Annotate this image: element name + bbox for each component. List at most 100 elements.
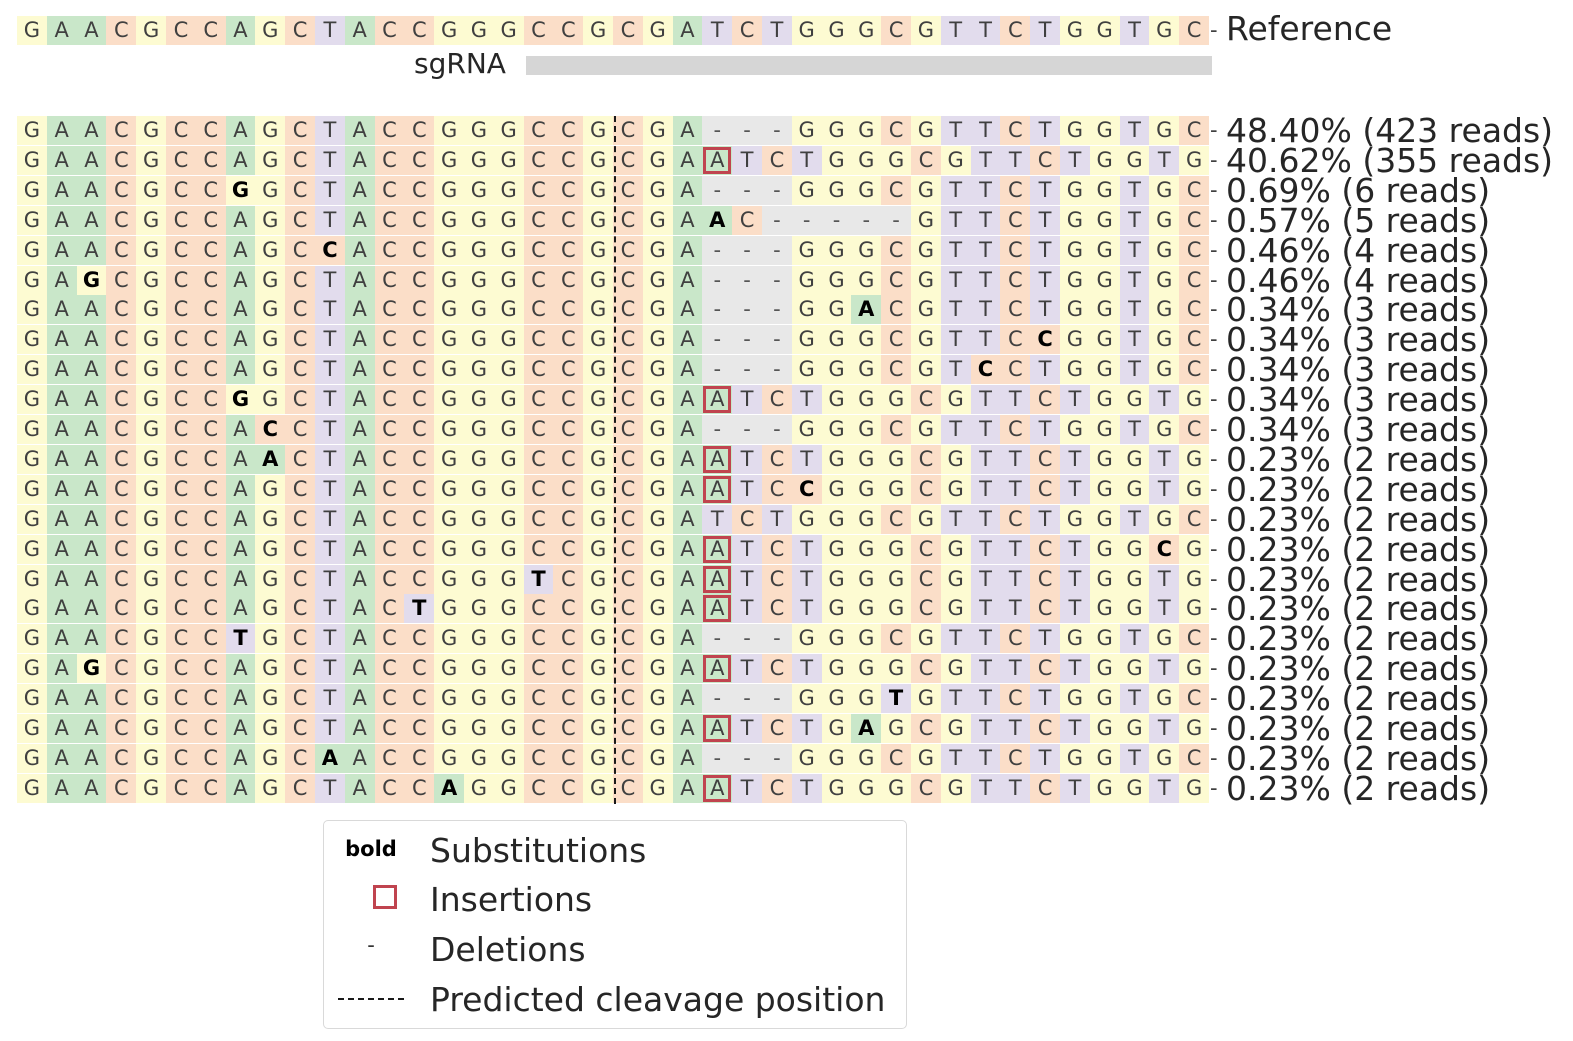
allele-7-base-15: G <box>464 325 494 355</box>
allele-8-base-4: G <box>136 355 166 385</box>
allele-9-base-6: C <box>195 385 226 415</box>
allele-19-base-10: T <box>315 684 345 714</box>
allele-11-base-8: A <box>255 444 286 474</box>
allele-20-base-20: C <box>613 714 643 743</box>
legend-item-deletions: - Deletions <box>324 926 906 970</box>
allele-4-base-39: C <box>1179 235 1209 265</box>
allele-4-base-34: T <box>1030 235 1060 265</box>
allele-12-base-34: C <box>1030 474 1060 504</box>
allele-12-base-0: G <box>17 474 47 504</box>
allele-10-base-18: C <box>553 415 584 444</box>
allele-18-base-5: C <box>166 654 196 684</box>
allele-7-base-28: G <box>851 325 882 355</box>
allele-13-base-39: C <box>1179 504 1209 534</box>
allele-3-base-3: C <box>106 205 137 235</box>
allele-2-base-33: C <box>1000 175 1031 205</box>
allele-20-base-1: A <box>46 714 77 743</box>
allele-2-base-39: C <box>1179 175 1209 205</box>
allele-9-base-10: T <box>315 385 345 415</box>
allele-0-base-3: C <box>106 116 137 145</box>
allele-13-base-37: T <box>1119 504 1150 534</box>
allele-2-base-18: C <box>553 175 584 205</box>
allele-frequency-label: 0.57% (5 reads) <box>1226 200 1491 240</box>
allele-frequency-label: 0.23% (2 reads) <box>1226 499 1491 539</box>
allele-19-base-28: G <box>851 684 882 714</box>
allele-13-base-21: G <box>642 504 673 534</box>
allele-11-tail-dash: - <box>1210 446 1218 471</box>
allele-17-base-33: C <box>1000 624 1031 654</box>
allele-16-base-3: C <box>106 594 137 624</box>
allele-6-base-34: T <box>1030 295 1060 325</box>
allele-15-base-35: T <box>1060 564 1090 594</box>
allele-5-base-24: - <box>732 265 762 295</box>
allele-20-base-35: T <box>1060 714 1090 743</box>
allele-8-base-14: G <box>434 355 464 385</box>
allele-frequency-label: 0.34% (3 reads) <box>1226 320 1491 360</box>
allele-1-base-35: T <box>1060 145 1090 175</box>
allele-6-base-15: G <box>464 295 494 325</box>
allele-10-base-6: C <box>195 415 226 444</box>
allele-11-base-10: T <box>315 444 345 474</box>
allele-12-base-9: C <box>285 474 315 504</box>
reference-base-15: G <box>464 16 494 45</box>
allele-15-base-38: T <box>1149 564 1180 594</box>
allele-19-base-23: - <box>702 684 733 714</box>
allele-22-base-5: C <box>166 773 196 803</box>
allele-19-tail-dash: - <box>1210 686 1218 711</box>
allele-15-base-3: C <box>106 564 137 594</box>
allele-18-base-13: C <box>404 654 435 684</box>
allele-4-base-7: A <box>225 235 256 265</box>
allele-21-base-0: G <box>17 743 47 773</box>
allele-22-base-12: C <box>374 773 405 803</box>
allele-22-base-7: A <box>225 773 256 803</box>
reference-base-30: G <box>911 16 941 45</box>
allele-3-base-29: - <box>881 205 911 235</box>
allele-12-base-21: G <box>642 474 673 504</box>
allele-14-base-9: C <box>285 534 315 564</box>
allele-21-base-32: T <box>970 743 1001 773</box>
allele-16-base-10: T <box>315 594 345 624</box>
allele-20-base-39: G <box>1179 714 1209 743</box>
allele-3-base-20: C <box>613 205 643 235</box>
allele-16-base-8: G <box>255 594 286 624</box>
allele-2-base-14: G <box>434 175 464 205</box>
allele-3-base-5: C <box>166 205 196 235</box>
allele-17-base-4: G <box>136 624 166 654</box>
allele-9-base-14: G <box>434 385 464 415</box>
allele-16-base-18: C <box>553 594 584 624</box>
allele-0-base-38: G <box>1149 116 1180 145</box>
allele-6-base-28: A <box>851 295 882 325</box>
allele-13-base-2: A <box>76 504 107 534</box>
reference-base-14: G <box>434 16 464 45</box>
allele-17-base-35: G <box>1060 624 1090 654</box>
allele-3-base-9: C <box>285 205 315 235</box>
allele-12-base-8: G <box>255 474 286 504</box>
allele-8-base-5: C <box>166 355 196 385</box>
allele-12-base-37: G <box>1119 474 1150 504</box>
allele-10-base-3: C <box>106 415 137 444</box>
allele-7-base-14: G <box>434 325 464 355</box>
allele-8-base-29: C <box>881 355 911 385</box>
allele-8-base-18: C <box>553 355 584 385</box>
allele-13-base-0: G <box>17 504 47 534</box>
allele-18-base-30: C <box>911 654 941 684</box>
allele-21-base-11: A <box>344 743 375 773</box>
allele-14-base-14: G <box>434 534 464 564</box>
allele-5-base-22: A <box>672 265 703 295</box>
allele-9-base-34: C <box>1030 385 1060 415</box>
legend-key-dash: - <box>367 933 375 957</box>
allele-17-base-5: C <box>166 624 196 654</box>
allele-13-base-10: T <box>315 504 345 534</box>
allele-15-base-23: A <box>702 564 733 594</box>
allele-9-tail-dash: - <box>1210 387 1218 412</box>
allele-frequency-label: 0.23% (2 reads) <box>1226 679 1491 719</box>
allele-7-base-11: A <box>344 325 375 355</box>
allele-7-base-20: C <box>613 325 643 355</box>
allele-5-base-3: C <box>106 265 137 295</box>
allele-1-base-8: G <box>255 145 286 175</box>
legend-label-deletions: Deletions <box>430 930 586 969</box>
allele-8-base-10: T <box>315 355 345 385</box>
allele-7-base-18: C <box>553 325 584 355</box>
allele-0-base-29: C <box>881 116 911 145</box>
allele-3-base-31: T <box>940 205 971 235</box>
